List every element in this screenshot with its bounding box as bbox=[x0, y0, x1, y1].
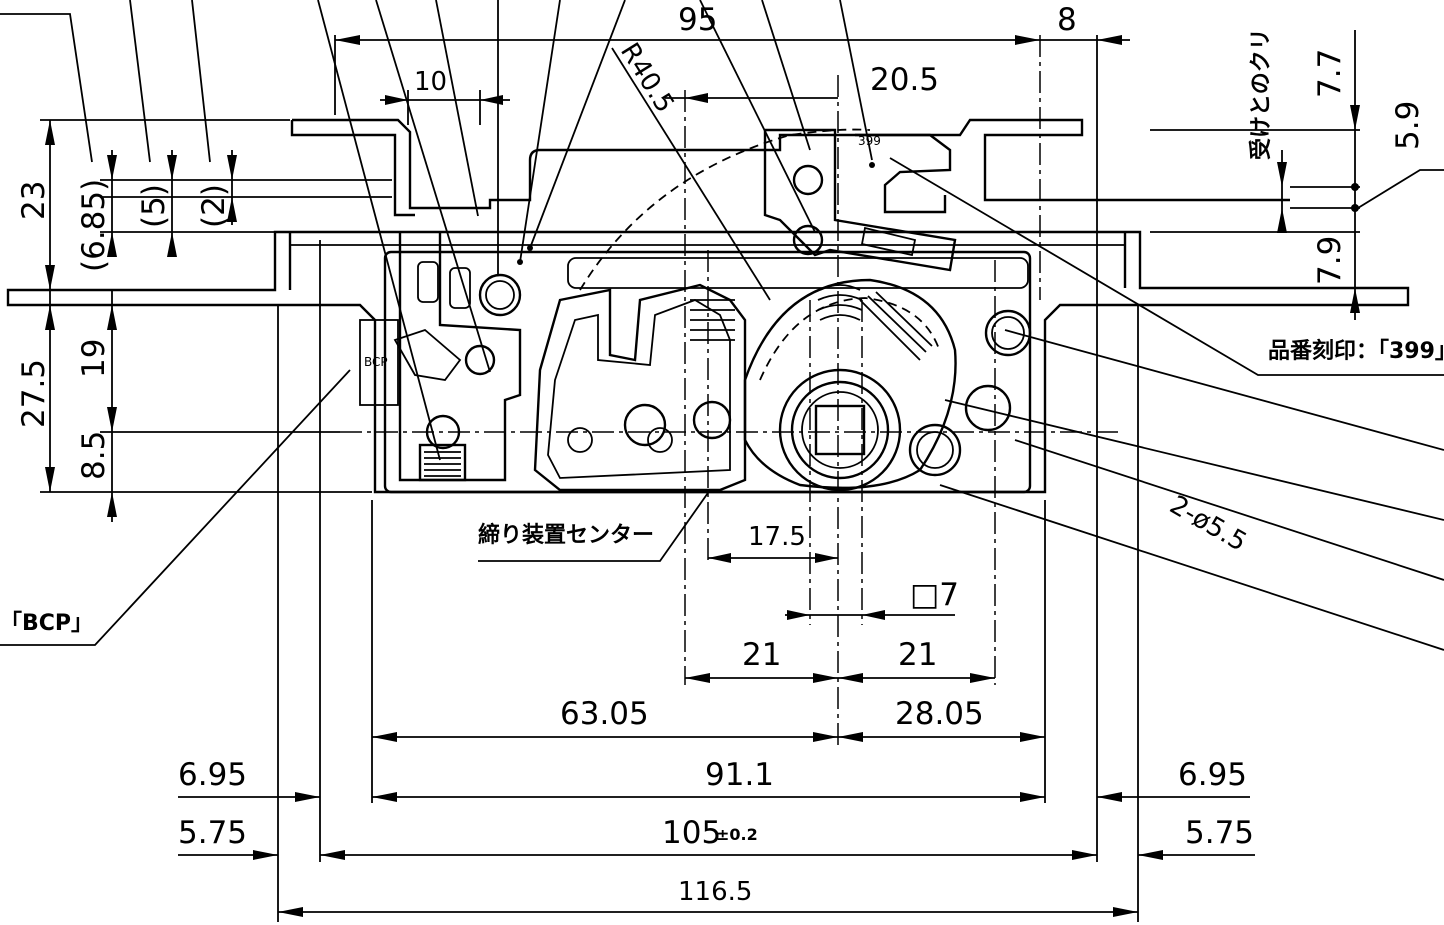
extension-lines bbox=[40, 35, 1360, 922]
bcp-mark: BCP bbox=[364, 355, 388, 369]
dim-28-05: 28.05 bbox=[895, 696, 984, 732]
lock-body: BCP 399 bbox=[6, 118, 1410, 494]
dim-6-85: (6.85) bbox=[76, 179, 112, 272]
dim-17-5: 17.5 bbox=[748, 522, 806, 552]
note-bcp: 「BCP」 bbox=[0, 611, 93, 636]
notes: 締り装置センター 品番刻印：「399」 「BCP」 bbox=[0, 338, 1444, 636]
dim-holes: 2-ø5.5 bbox=[1165, 490, 1252, 558]
dim-5-75-left: 5.75 bbox=[178, 815, 247, 851]
dim-8: 8 bbox=[1057, 2, 1077, 38]
dim-6-95-right: 6.95 bbox=[1178, 757, 1247, 793]
dim-23: 23 bbox=[16, 181, 52, 220]
dim-91-1: 91.1 bbox=[705, 757, 774, 793]
dim-5-75-right: 5.75 bbox=[1185, 815, 1254, 851]
dimension-lines bbox=[45, 30, 1360, 917]
dim-105: 105 bbox=[662, 815, 721, 851]
dim-8-5: 8.5 bbox=[76, 431, 112, 480]
dim-116-5: 116.5 bbox=[678, 877, 752, 907]
spring-coils bbox=[690, 284, 933, 361]
dim-95: 95 bbox=[678, 2, 717, 38]
dimension-labels: 95 8 10 R40.5 20.5 23 (6.85) (5) (2) 27.… bbox=[16, 2, 1426, 907]
dim-7-7: 7.7 bbox=[1312, 49, 1348, 98]
dim-21-right: 21 bbox=[898, 637, 937, 673]
dim-5: (5) bbox=[136, 184, 172, 228]
dim-r40-5: R40.5 bbox=[614, 38, 680, 118]
dim-6-95-left: 6.95 bbox=[178, 757, 247, 793]
dim-19: 19 bbox=[76, 339, 112, 378]
dim-square-7: □7 bbox=[910, 577, 959, 613]
dim-27-5: 27.5 bbox=[16, 359, 52, 428]
dim-63-05: 63.05 bbox=[560, 696, 649, 732]
note-vertical-jp: 受けとのクリ bbox=[1248, 28, 1274, 160]
dim-105-tolerance: ±0.2 bbox=[716, 825, 758, 844]
dim-10: 10 bbox=[414, 67, 447, 97]
dim-20-5: 20.5 bbox=[870, 62, 939, 98]
mark-399: 399 bbox=[858, 134, 881, 148]
dim-2: (2) bbox=[196, 184, 232, 228]
note-part-number: 品番刻印：「399」 bbox=[1268, 338, 1444, 364]
dim-5-9: 5.9 bbox=[1390, 101, 1426, 150]
dim-7-9: 7.9 bbox=[1312, 236, 1348, 285]
note-center: 締り装置センター bbox=[478, 522, 654, 548]
center-lines bbox=[340, 35, 1120, 745]
dim-21-left: 21 bbox=[742, 637, 781, 673]
